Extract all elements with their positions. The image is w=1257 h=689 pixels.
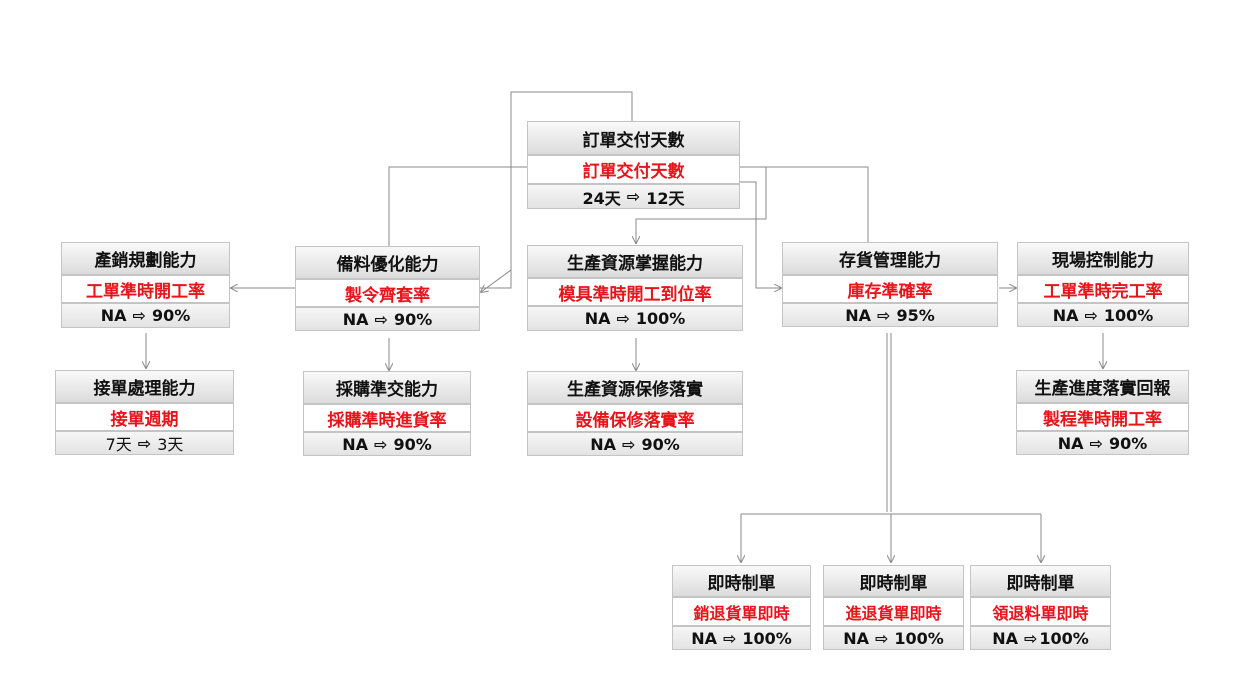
target-to: 90% <box>641 434 680 454</box>
right-arrow-icon: ⇨ <box>1084 305 1098 325</box>
target-to: 3天 <box>157 435 184 454</box>
node-target: NA ⇨ 95% <box>782 303 998 327</box>
target-from: NA <box>342 434 369 454</box>
target-to: 90% <box>1108 433 1148 453</box>
right-arrow-icon: ⇨ <box>616 309 630 328</box>
node-metric: 銷退貨單即時 <box>672 597 811 626</box>
target-from: 24天 <box>582 188 621 208</box>
node-maintenance: 生產資源保修落實 設備保修落實率 NA ⇨ 90% <box>527 371 743 456</box>
node-metric: 接單週期 <box>55 403 234 431</box>
target-to: 90% <box>151 306 191 325</box>
node-title: 即時制單 <box>672 565 811 597</box>
edge-root-to-material-prep-arrow <box>481 269 512 292</box>
right-arrow-icon: ⇨ <box>626 187 641 206</box>
node-metric: 設備保修落實率 <box>527 404 743 432</box>
target-from: 7天 <box>105 435 132 454</box>
target-to: 100% <box>894 628 944 648</box>
node-progress-report: 生產進度落實回報 製程準時開工率 NA ⇨ 90% <box>1016 370 1189 455</box>
node-root: 訂單交付天數 訂單交付天數 24天 ⇨ 12天 <box>527 121 740 211</box>
node-title: 生產資源保修落實 <box>527 371 743 404</box>
target-to: 90% <box>393 309 433 329</box>
right-arrow-icon: ⇨ <box>877 305 891 325</box>
node-instant-purchase-return: 即時制單 進退貨單即時 NA ⇨ 100% <box>823 565 964 650</box>
node-title: 產銷規劃能力 <box>61 242 230 275</box>
target-from: NA <box>1052 305 1079 325</box>
node-metric: 工單準時開工率 <box>61 275 230 303</box>
right-arrow-icon: ⇨ <box>874 628 889 648</box>
right-arrow-icon: ⇨ <box>374 434 388 454</box>
node-metric: 製程準時開工率 <box>1016 403 1189 431</box>
node-material-prep: 備料優化能力 製令齊套率 NA ⇨ 90% <box>295 246 480 331</box>
node-metric: 採購準時進貨率 <box>303 404 471 432</box>
node-inventory-mgmt: 存貨管理能力 庫存準確率 NA ⇨ 95% <box>782 242 998 327</box>
node-target: 24天 ⇨ 12天 <box>527 184 740 209</box>
target-to: 90% <box>393 434 432 454</box>
node-title: 生產資源掌握能力 <box>527 245 743 278</box>
edge-inventory-trunk <box>886 333 892 512</box>
target-to: 95% <box>896 305 935 325</box>
node-title: 訂單交付天數 <box>527 121 740 155</box>
node-title: 備料優化能力 <box>295 246 480 279</box>
edge-root-to-inventory-mgmt <box>740 181 781 288</box>
node-target: NA ⇨ 90% <box>303 432 471 456</box>
target-from: NA <box>691 628 717 648</box>
node-sales-planning: 產銷規劃能力 工單準時開工率 NA ⇨ 90% <box>61 242 230 328</box>
right-arrow-icon: ⇨ <box>622 434 636 454</box>
right-arrow-icon: ⇨ <box>1089 433 1103 453</box>
node-metric: 工單準時完工率 <box>1017 275 1189 303</box>
right-arrow-icon: ⇨ <box>722 628 737 648</box>
node-target: NA ⇨ 100% <box>1017 303 1189 327</box>
target-from: NA <box>1057 433 1084 453</box>
target-to: 100% <box>742 628 792 648</box>
node-target: NA ⇨ 90% <box>61 303 230 328</box>
node-floor-control: 現場控制能力 工單準時完工率 NA ⇨ 100% <box>1017 242 1189 327</box>
node-title: 即時制單 <box>970 565 1111 597</box>
target-from: NA <box>843 628 869 648</box>
node-target: NA ⇨ 90% <box>295 307 480 331</box>
node-title: 現場控制能力 <box>1017 242 1189 275</box>
node-metric: 製令齊套率 <box>295 279 480 307</box>
node-target: NA ⇨ 90% <box>1016 431 1189 455</box>
node-title: 採購準交能力 <box>303 371 471 404</box>
node-target: NA ⇨ 100% <box>823 626 964 650</box>
node-target: NA ⇨ 100% <box>672 626 811 650</box>
target-from: NA <box>100 306 127 325</box>
node-metric: 模具準時開工到位率 <box>527 278 743 306</box>
node-metric: 領退料單即時 <box>970 597 1111 626</box>
node-title: 生產進度落實回報 <box>1016 370 1189 403</box>
right-arrow-icon: ⇨ <box>132 306 146 325</box>
target-from: NA <box>845 305 872 325</box>
target-to: 100% <box>1103 305 1154 325</box>
target-from: NA <box>992 628 1018 648</box>
target-to: 100% <box>635 309 686 328</box>
node-purchase-delivery: 採購準交能力 採購準時進貨率 NA ⇨ 90% <box>303 371 471 456</box>
node-target: 7天 ⇨ 3天 <box>55 431 234 455</box>
node-metric: 訂單交付天數 <box>527 155 740 184</box>
edge-root-to-floor-control <box>740 166 869 243</box>
node-resource-mastery: 生產資源掌握能力 模具準時開工到位率 NA ⇨ 100% <box>527 245 743 331</box>
edge-root-to-material-prep <box>388 166 527 246</box>
right-arrow-icon: ⇨ <box>137 433 152 453</box>
right-arrow-icon: ⇨ <box>374 309 388 329</box>
node-metric: 進退貨單即時 <box>823 597 964 626</box>
target-to: 12天 <box>646 188 685 208</box>
node-target: NA ⇨ 100% <box>527 306 743 331</box>
node-title: 即時制單 <box>823 565 964 597</box>
node-title: 接單處理能力 <box>55 370 234 403</box>
target-from: NA <box>590 434 617 454</box>
node-target: NA ⇨ 90% <box>527 432 743 456</box>
node-order-handling: 接單處理能力 接單週期 7天 ⇨ 3天 <box>55 370 234 455</box>
target-from: NA <box>584 309 611 328</box>
target-from: NA <box>342 309 369 329</box>
right-arrow-icon: ⇨ <box>1023 628 1038 648</box>
target-to: 100% <box>1039 628 1089 648</box>
node-title: 存貨管理能力 <box>782 242 998 275</box>
node-instant-material-return: 即時制單 領退料單即時 NA ⇨ 100% <box>970 565 1111 650</box>
node-metric: 庫存準確率 <box>782 275 998 303</box>
node-instant-sales-return: 即時制單 銷退貨單即時 NA ⇨ 100% <box>672 565 811 650</box>
node-target: NA ⇨ 100% <box>970 626 1111 650</box>
